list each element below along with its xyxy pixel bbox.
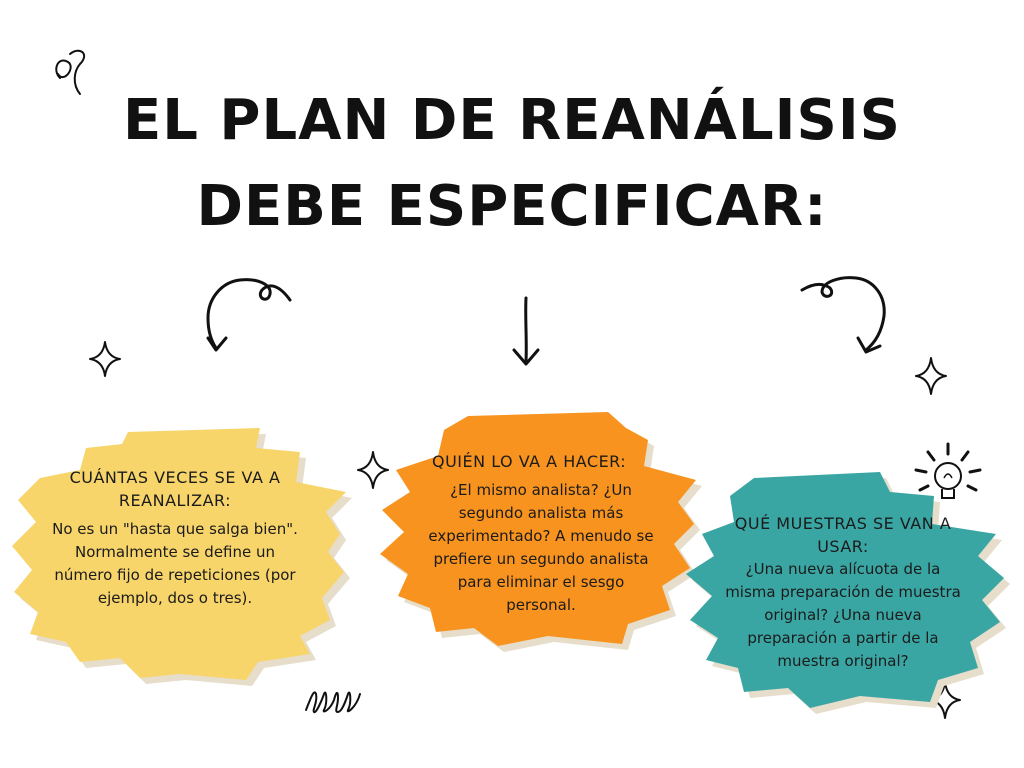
curly-arrow-right-icon	[800, 276, 886, 354]
orange-brush-blob	[380, 412, 702, 652]
sparkle-icon	[89, 341, 121, 377]
sparkle-icon	[357, 451, 389, 489]
card-body: No es un "hasta que salga bien". Normalm…	[52, 520, 298, 607]
card-cuantas-veces: CUÁNTAS VECES SE VA A REANALIZAR: No es …	[10, 422, 352, 686]
card-que-muestras: QUÉ MUESTRAS SE VAN A USAR: ¿Una nueva a…	[684, 470, 1010, 714]
teal-brush-blob	[686, 472, 1010, 714]
loops-doodle-icon	[305, 691, 361, 714]
down-arrow-icon	[512, 296, 540, 366]
squiggle-icon	[55, 49, 86, 95]
card-quien-lo-va-a-hacer: QUIÉN LO VA A HACER: ¿El mismo analista?…	[378, 410, 704, 652]
card-heading: QUÉ MUESTRAS SE VAN A USAR:	[734, 514, 952, 556]
card-body: ¿Una nueva alícuota de la misma preparac…	[725, 560, 961, 670]
card-heading: CUÁNTAS VECES SE VA A REANALIZAR:	[69, 468, 281, 510]
curly-arrow-left-icon	[206, 278, 292, 352]
card-body: ¿El mismo analista? ¿Un segundo analista…	[428, 481, 654, 614]
lightbulb-icon	[914, 442, 982, 499]
card-heading: QUIÉN LO VA A HACER:	[432, 452, 627, 471]
sparkle-icon	[915, 357, 947, 395]
page-title: EL PLAN DE REANÁLISIS DEBE ESPECIFICAR:	[122, 88, 902, 239]
yellow-brush-blob	[12, 428, 352, 686]
